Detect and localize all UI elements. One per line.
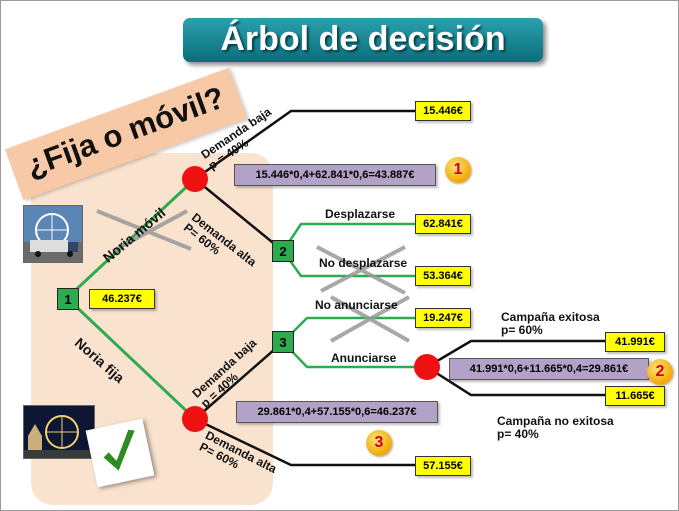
value-19247: 19.247€ (415, 308, 471, 328)
label-anunciarse: Anunciarse (331, 351, 397, 365)
chance-node-fija (182, 406, 208, 432)
label-campana-no-exitosa-text: Campaña no exitosa (497, 414, 614, 428)
label-p60-text: p= 60% (501, 323, 543, 337)
fixed-ferris-wheel-night-photo (23, 405, 95, 459)
checkmark-box (85, 418, 155, 488)
formula-campana: 41.991*0,6+11.665*0,4=29.861€ (449, 358, 649, 380)
cross-noria-movil (96, 209, 192, 253)
edge-1-movil (65, 177, 197, 300)
value-62841: 62.841€ (415, 214, 471, 234)
decision-node-3: 3 (272, 331, 294, 353)
edge-campana-exitosa (426, 339, 605, 369)
badge-1: 1 (445, 157, 471, 183)
label-no-anunciarse: No anunciarse (315, 298, 398, 312)
value-53364: 53.364€ (415, 266, 471, 286)
checkmark-icon (103, 429, 135, 471)
badge-3: 3 (366, 430, 392, 456)
value-57155: 57.155€ (415, 456, 471, 476)
formula-movil: 15.446*0,4+62.841*0,6=43.887€ (234, 164, 436, 186)
chance-node-campana (414, 354, 440, 380)
edge-fija-alta (194, 417, 415, 467)
title-banner: Árbol de decisión (183, 18, 543, 62)
chance-node-movil (182, 166, 208, 192)
badge-2: 2 (647, 359, 673, 385)
label-p40b-text: p= 40% (497, 427, 539, 441)
edge-2-desplazarse (281, 222, 415, 252)
decision-node-1: 1 (57, 288, 79, 310)
label-no-desplazarse: No desplazarse (319, 256, 408, 270)
cross-no-anunciarse (330, 295, 410, 343)
label-campana-exitosa: Campaña exitosa p= 60% (501, 311, 600, 337)
label-desplazarse: Desplazarse (325, 207, 396, 221)
cross-no-desplazarse (316, 245, 406, 295)
label-campana-no-exitosa: Campaña no exitosa p= 40% (497, 415, 614, 441)
label-campana-exitosa-text: Campaña exitosa (501, 310, 600, 324)
edge-fija-baja (194, 341, 284, 420)
value-11665: 11.665€ (605, 386, 665, 406)
page-title: Árbol de decisión (220, 20, 506, 58)
value-46237: 46.237€ (89, 289, 155, 309)
value-15446: 15.446€ (415, 101, 471, 121)
mobile-ferris-wheel-truck-photo (23, 205, 83, 263)
formula-fija: 29.861*0,4+57.155*0,6=46.237€ (236, 401, 438, 423)
value-41991: 41.991€ (605, 332, 665, 352)
edge-movil-baja (194, 109, 415, 181)
edge-campana-no-exitosa (426, 365, 605, 397)
decision-node-2: 2 (272, 240, 294, 262)
edge-movil-alta (194, 178, 284, 252)
edge-1-fija (65, 296, 197, 421)
